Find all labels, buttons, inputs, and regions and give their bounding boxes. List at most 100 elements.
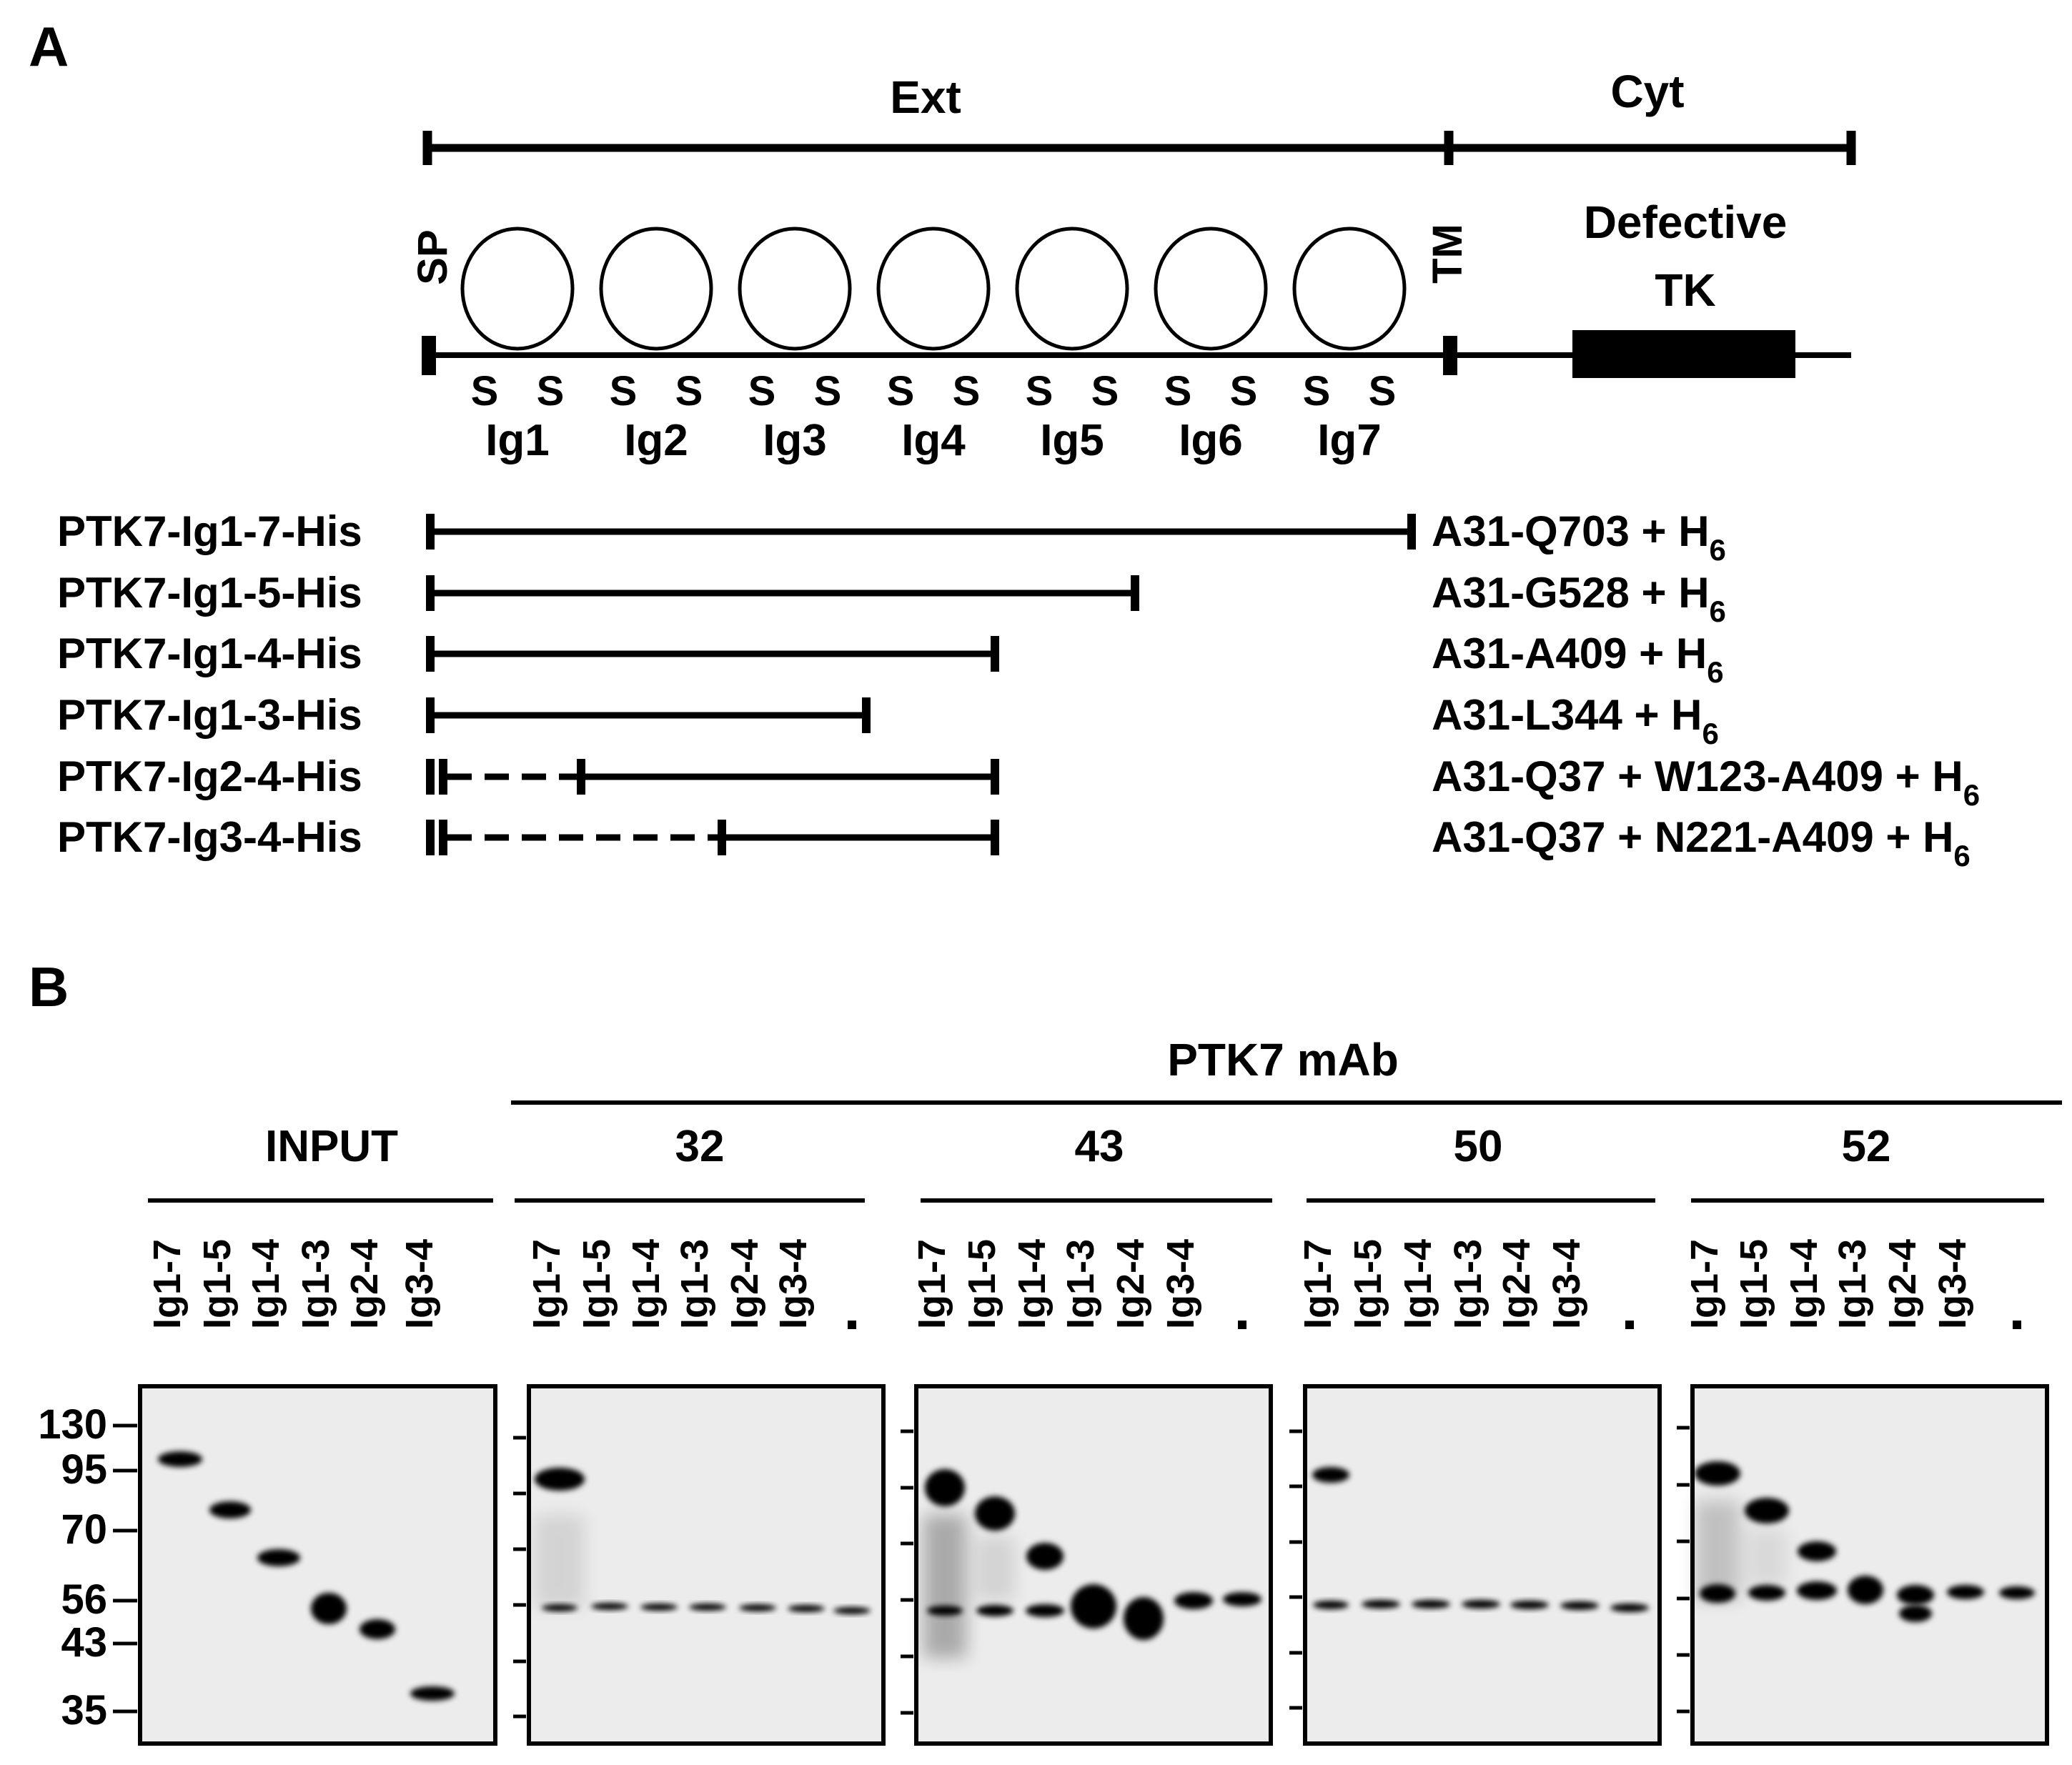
construct-end-tick (439, 820, 447, 855)
construct-description: A31-Q37 + W123-A409 + H6 (1432, 752, 1980, 812)
blot-band (1223, 1592, 1261, 1606)
blot-band (542, 1604, 578, 1611)
construct-description: A31-Q37 + N221-A409 + H6 (1432, 813, 1971, 872)
mw-marker-label: 43 (61, 1619, 107, 1666)
ig-domain-label: Ig1 (485, 416, 550, 465)
ig-domain-circle (1292, 227, 1407, 351)
construct-end-tick (426, 759, 435, 795)
disulfide-s-label: S (1026, 368, 1054, 414)
blot-band (1798, 1541, 1836, 1561)
lane-label-empty (2013, 1321, 2021, 1329)
construct-name: PTK7-Ig1-4-His (57, 630, 362, 677)
mw-marker-label: 35 (61, 1687, 107, 1734)
blot-band (1700, 1584, 1735, 1603)
blot-band (158, 1451, 202, 1467)
blot-band (1848, 1576, 1883, 1604)
ig-domain-label: Ig5 (1040, 416, 1104, 465)
band-smear (535, 1515, 585, 1608)
ig-domain-circle (599, 227, 713, 351)
blot-membrane (527, 1384, 886, 1746)
ig-domain-circle (1015, 227, 1129, 351)
disulfide-s-label: S (748, 368, 776, 414)
lane-label: Ig3-4 (398, 1239, 441, 1329)
mw-marker-label: 70 (61, 1506, 107, 1553)
tk-domain (1572, 330, 1795, 378)
lane-label: Ig1-5 (1347, 1239, 1389, 1329)
disulfide-s-label: S (887, 368, 915, 414)
blot-band (1560, 1601, 1599, 1610)
construct-end-tick (426, 575, 435, 611)
construct-end-tick (426, 820, 435, 855)
blot-band (1313, 1601, 1349, 1609)
disulfide-s-label: S (1369, 368, 1397, 414)
panel-a-label: A (29, 15, 69, 78)
lane-label: Ig1-3 (1447, 1239, 1489, 1329)
disulfide-s-label: S (1303, 368, 1331, 414)
construct-end-tick (862, 697, 871, 733)
ig-domain-circle (738, 227, 852, 351)
panel-b-label: B (29, 955, 69, 1018)
blot-band (1748, 1585, 1785, 1601)
lane-label-empty (848, 1321, 856, 1329)
ig-domain-label: Ig6 (1179, 416, 1243, 465)
construct-description: A31-L344 + H6 (1432, 691, 1719, 750)
lane-label: Ig2-4 (343, 1239, 386, 1329)
blot-membrane (138, 1384, 497, 1746)
disulfide-s-label: S (537, 368, 565, 414)
construct-description: A31-G528 + H6 (1432, 569, 1726, 628)
blot-band (1897, 1585, 1934, 1605)
band-smear (923, 1515, 966, 1658)
blot-group-title: 50 (1454, 1122, 1503, 1171)
blot-band (739, 1604, 776, 1611)
blot-band (410, 1686, 455, 1701)
blot-band (1312, 1467, 1349, 1483)
blot-band (833, 1607, 871, 1614)
blot-band (1745, 1498, 1789, 1523)
ext-label: Ext (890, 71, 961, 123)
lane-label: Ig1-7 (1683, 1239, 1726, 1329)
blot-membrane (914, 1384, 1273, 1746)
blot-band (1071, 1584, 1116, 1629)
tk-label-line2: TK (1655, 264, 1715, 316)
lane-label: Ig2-4 (1881, 1239, 1924, 1329)
lane-label: Ig3-4 (1931, 1239, 1974, 1329)
blot-band (1026, 1604, 1064, 1617)
blot-band (689, 1604, 726, 1611)
ig-domain-label: Ig7 (1317, 416, 1382, 465)
disulfide-s-label: S (1164, 368, 1192, 414)
construct-name: PTK7-Ig1-3-His (57, 691, 362, 739)
blot-band (1124, 1597, 1164, 1640)
mab-header: PTK7 mAb (1167, 1034, 1399, 1085)
blot-band (209, 1501, 251, 1518)
construct-end-tick (439, 759, 447, 795)
blot-band (1695, 1461, 1740, 1486)
lane-label: Ig2-4 (1109, 1239, 1152, 1329)
blot-band (1610, 1604, 1649, 1612)
disulfide-s-label: S (610, 368, 638, 414)
construct-end-tick (1407, 514, 1416, 550)
blot-band (1947, 1585, 1984, 1599)
lane-label: Ig1-7 (525, 1239, 568, 1329)
lane-label: Ig1-7 (146, 1239, 189, 1329)
construct-end-tick (991, 636, 999, 672)
disulfide-s-label: S (675, 368, 703, 414)
ig-domain-circle (876, 227, 991, 351)
blot-band (925, 1469, 965, 1506)
cyt-label: Cyt (1610, 66, 1684, 117)
blot-band (927, 1606, 963, 1616)
disulfide-s-label: S (1091, 368, 1119, 414)
lane-label: Ig3-4 (1159, 1239, 1202, 1329)
lane-label: Ig1-5 (1733, 1239, 1775, 1329)
lane-label: Ig1-4 (1783, 1239, 1825, 1329)
construct-end-tick (426, 514, 435, 550)
